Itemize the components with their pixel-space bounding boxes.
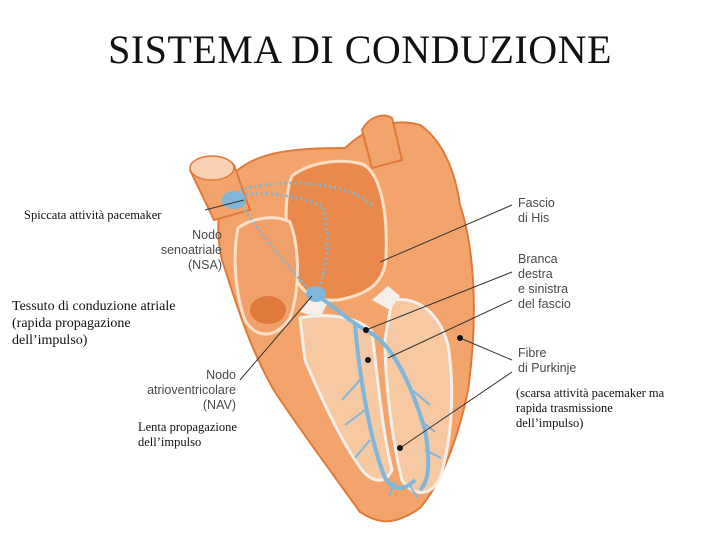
atrial-opening [250, 296, 286, 324]
mitral-valve [372, 286, 400, 310]
left-bundle-branch [364, 328, 431, 492]
leader-lines [204, 199, 513, 449]
aorta [360, 114, 404, 170]
note-slow-propagation: Lenta propagazione dell’impulso [138, 420, 237, 449]
vena-cava-opening [189, 155, 235, 181]
page-title: SISTEMA DI CONDUZIONE [108, 27, 612, 72]
label-his-bundle: Fascio di His [518, 196, 555, 225]
leader-dots [363, 327, 463, 451]
label-sa-node: Nodo senoatriale (NSA) [160, 228, 222, 272]
note-purkinje: (scarsa attività pacemaker ma rapida tra… [516, 386, 665, 430]
label-bundle-branches: Branca destra e sinistra del fascio [518, 252, 571, 311]
note-pacemaker: Spiccata attività pacemaker [24, 208, 162, 222]
label-purkinje: Fibre di Purkinje [518, 346, 577, 375]
note-atrial-conduction: Tessuto di conduzione atriale (rapida pr… [12, 299, 176, 348]
right-ventricle [298, 314, 394, 482]
purkinje-fibers [341, 379, 442, 499]
internodal-pathway-2 [234, 197, 314, 294]
internodal-pathway-1 [235, 192, 329, 293]
right-bundle-branch [353, 324, 417, 490]
label-av-node: Nodo atrioventricolare (NAV) [147, 368, 236, 412]
internodal-pathway-3 [239, 181, 374, 207]
his-bundle [314, 292, 370, 334]
